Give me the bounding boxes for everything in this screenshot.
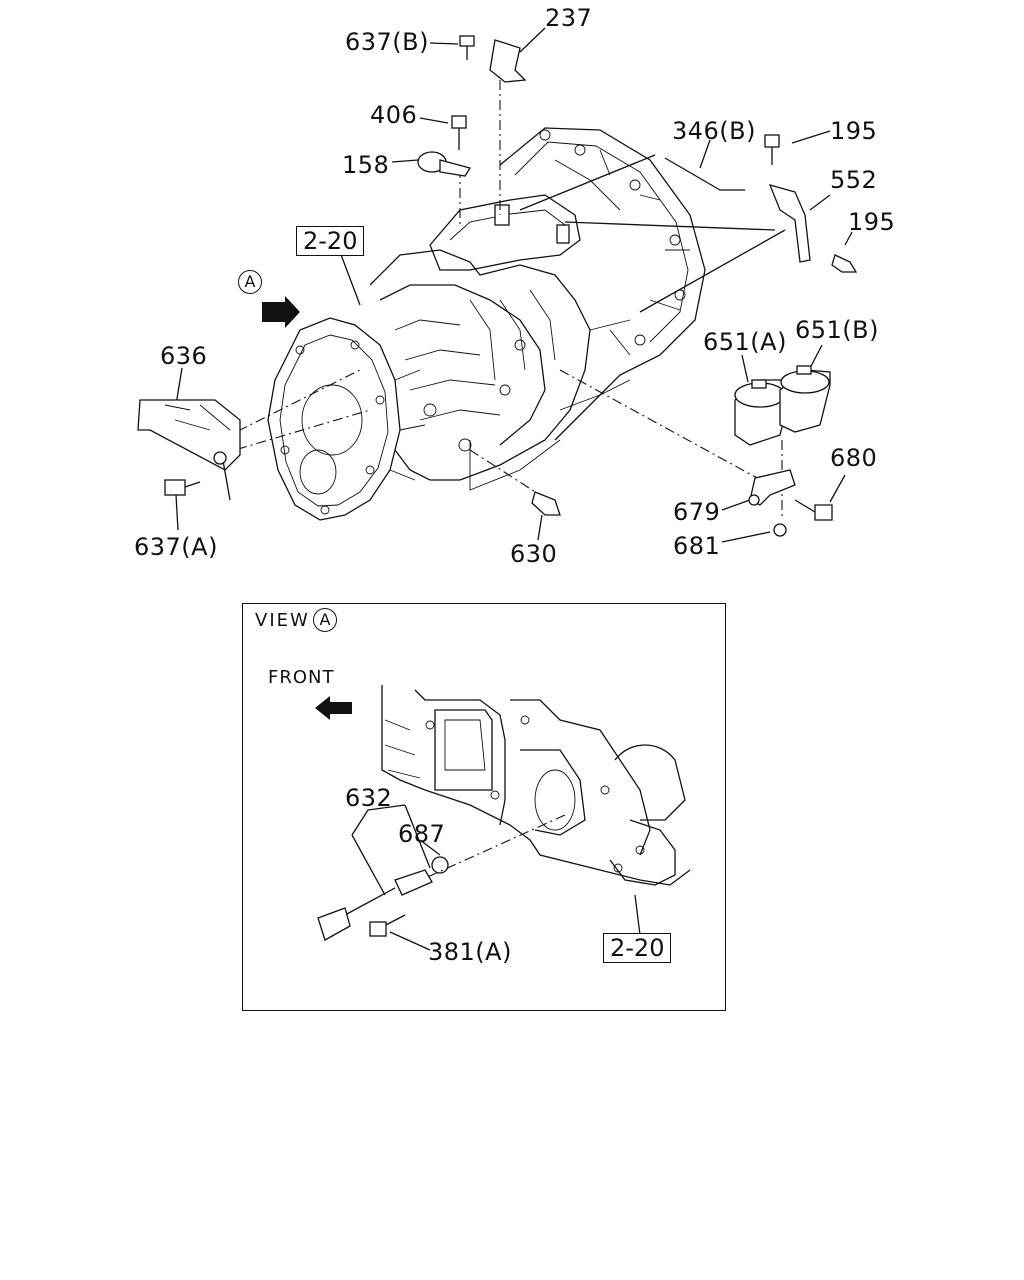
label-681: 681: [673, 532, 721, 560]
label-636: 636: [160, 342, 208, 370]
label-632: 632: [345, 784, 393, 812]
view-title-marker: A: [313, 608, 337, 632]
label-346b: 346(B): [672, 117, 756, 145]
view-title: VIEW: [255, 610, 310, 631]
small-parts: [137, 35, 858, 537]
label-679: 679: [673, 498, 721, 526]
transmission-assembly: [267, 127, 706, 521]
front-label: FRONT: [268, 667, 335, 688]
label-630: 630: [510, 540, 558, 568]
ref-box-main: 2-20: [296, 226, 365, 256]
label-637a: 637(A): [134, 533, 218, 561]
view-a-drawing: [315, 685, 691, 951]
label-651b: 651(B): [795, 316, 879, 344]
label-195-right: 195: [848, 208, 896, 236]
label-158: 158: [342, 151, 390, 179]
label-637b: 637(B): [345, 28, 429, 56]
ref-box-view: 2-20: [603, 933, 672, 963]
view-a-inset: [242, 603, 726, 1011]
label-406: 406: [370, 101, 418, 129]
view-marker-a: A: [238, 270, 262, 294]
label-195-top: 195: [830, 117, 878, 145]
label-381a: 381(A): [428, 938, 512, 966]
label-237: 237: [545, 4, 593, 32]
label-552: 552: [830, 166, 878, 194]
label-651a: 651(A): [703, 328, 787, 356]
label-680: 680: [830, 444, 878, 472]
label-687: 687: [398, 820, 446, 848]
